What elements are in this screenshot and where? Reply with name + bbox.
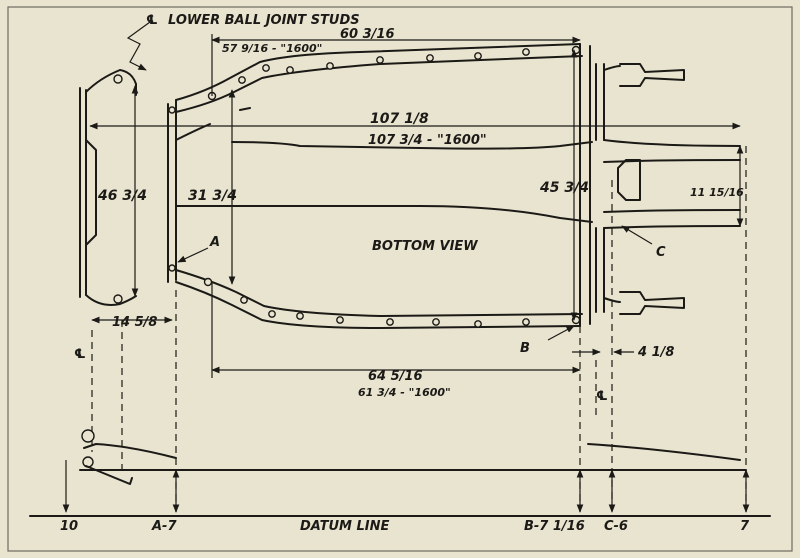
point-c-label: C <box>656 245 666 260</box>
drawing-border <box>7 6 793 552</box>
front-crossmember <box>79 69 137 306</box>
dim-overall-length: 107 1/8 <box>370 111 429 127</box>
point-a-label: A <box>209 235 220 250</box>
dim-overall-length-1600: 107 3/4 - "1600" <box>368 133 487 148</box>
dim-front-offset: 14 5/8 <box>112 315 157 330</box>
lower-ball-joint-studs-label: LOWER BALL JOINT STUDS <box>168 13 360 28</box>
frame-rails <box>167 43 741 329</box>
dim-bottom-width-1600: 61 3/4 - "1600" <box>358 386 451 399</box>
datum-mark-b: B-7 1/16 <box>524 519 585 534</box>
cl-symbol-front: ℄ <box>74 347 86 362</box>
datum-mark-a7: A-7 <box>151 519 177 534</box>
dim-c-offset: 4 1/8 <box>637 345 674 360</box>
datum-mark-c6: C-6 <box>604 519 628 534</box>
cl-symbol-rear: ℄ <box>596 389 608 404</box>
dim-rear-width: 45 3/4 <box>539 180 589 196</box>
datum-mark-7: 7 <box>740 519 750 534</box>
rivet-holes <box>168 45 581 328</box>
dim-inner-width: 31 3/4 <box>188 188 237 204</box>
dim-bottom-width: 64 5/16 <box>368 369 423 384</box>
datum-line-label: DATUM LINE <box>300 519 389 534</box>
datum-mark-10: 10 <box>60 519 78 534</box>
cl-symbol-top: ℄ <box>146 13 158 28</box>
dim-front-width: 46 3/4 <box>97 188 147 204</box>
dim-top-width: 60 3/16 <box>340 27 395 42</box>
point-b-label: B <box>520 341 530 356</box>
dim-rear-spacing: 11 15/16 <box>690 186 744 199</box>
dimension-lines <box>89 21 744 378</box>
dim-top-width-1600: 57 9/16 - "1600" <box>222 42 322 55</box>
side-view <box>29 429 771 517</box>
bottom-view-label: BOTTOM VIEW <box>372 239 478 254</box>
